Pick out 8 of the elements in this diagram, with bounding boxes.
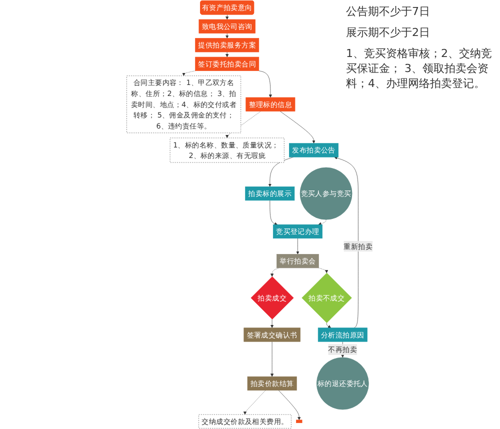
arrow <box>326 322 332 328</box>
arrow <box>226 33 229 38</box>
arrow <box>226 52 229 58</box>
arrow <box>226 14 229 20</box>
note-text: 展示期不少于2日 <box>346 25 431 40</box>
note-text: 公告期不少于7日 <box>346 4 431 19</box>
note-text: 1、竞买资格审核；2、交纳竞买保证金； 3、领取拍卖会资料；4、办理网络拍卖登记。 <box>346 46 493 91</box>
node-box <box>296 420 303 424</box>
